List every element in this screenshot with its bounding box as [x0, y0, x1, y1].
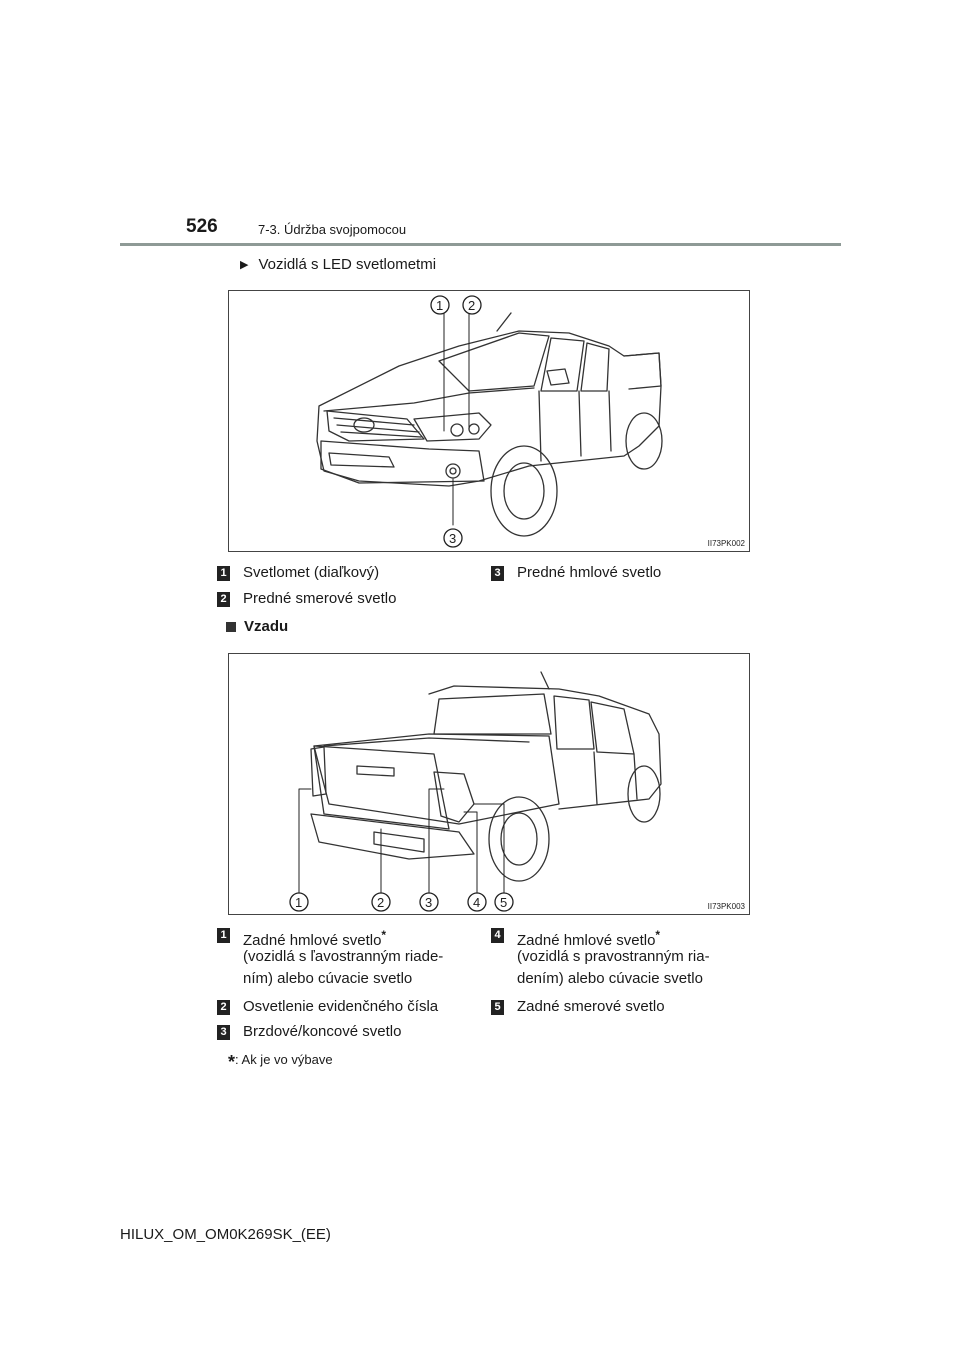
rear-lights-figure: 1 2 3 4 5 II73PK003	[228, 653, 750, 915]
asterisk-marker: *	[655, 928, 661, 942]
footnote-text: : Ak je vo výbave	[235, 1052, 333, 1067]
legend-text: Zadné hmlové svetlo*	[243, 925, 386, 951]
legend-number: 2	[217, 592, 230, 607]
header-divider	[120, 243, 841, 246]
legend-text: Predné smerové svetlo	[243, 590, 397, 607]
legend-text: Zadné smerové svetlo	[517, 998, 665, 1015]
legend-text: Zadné hmlové svetlo*	[517, 925, 660, 951]
rear-subheading: Vzadu	[226, 618, 288, 635]
legend-text: Brzdové/koncové svetlo	[243, 1023, 402, 1040]
figure-code: II73PK002	[707, 539, 745, 548]
front-lights-figure: 1 2 3 II73PK002	[228, 290, 750, 552]
callout-1-label: 1	[295, 895, 302, 910]
figure-code: II73PK003	[707, 902, 745, 911]
pickup-front-illustration: 1 2 3	[316, 295, 663, 548]
front-subheading-text: Vozidlá s LED svetlometmi	[258, 256, 437, 273]
front-subheading: ▶ Vozidlá s LED svetlometmi	[240, 256, 436, 273]
footnote: *: Ak je vo výbave	[228, 1052, 333, 1073]
legend-number: 1	[217, 566, 230, 581]
callout-3-label: 3	[425, 895, 432, 910]
legend-number: 3	[217, 1025, 230, 1040]
legend-text-line: (vozidlá s pravostranným ria-	[517, 948, 710, 965]
callout-3-label: 3	[449, 531, 456, 546]
square-bullet-icon	[226, 621, 236, 632]
legend-text-line: dením) alebo cúvacie svetlo	[517, 970, 703, 987]
callout-5-label: 5	[500, 895, 507, 910]
legend-text-line: ním) alebo cúvacie svetlo	[243, 970, 413, 987]
legend-text-line: Zadné hmlové svetlo	[243, 932, 382, 949]
footnote-asterisk: *	[228, 1052, 236, 1072]
legend-text: Svetlomet (diaľkový)	[243, 564, 380, 581]
section-title: 7-3. Údržba svojpomocou	[258, 222, 407, 237]
callout-2-label: 2	[468, 298, 475, 313]
callout-4-label: 4	[473, 895, 480, 910]
asterisk-marker: *	[381, 928, 387, 942]
page-number: 526	[186, 216, 218, 237]
legend-text: Osvetlenie evidenčného čísla	[243, 998, 439, 1015]
legend-number: 2	[217, 1000, 230, 1015]
legend-number: 5	[491, 1000, 504, 1015]
rear-subheading-text: Vzadu	[244, 618, 289, 635]
legend-number: 3	[491, 566, 504, 581]
legend-text: Predné hmlové svetlo	[517, 564, 662, 581]
callout-1-label: 1	[436, 298, 443, 313]
callout-2-label: 2	[377, 895, 384, 910]
legend-text-line: Zadné hmlové svetlo	[517, 932, 656, 949]
triangle-bullet-icon: ▶	[240, 259, 249, 271]
document-code: HILUX_OM_OM0K269SK_(EE)	[120, 1226, 331, 1243]
pickup-rear-illustration: 1 2 3 4 5	[289, 671, 662, 912]
legend-number: 1	[217, 928, 230, 943]
legend-text-line: (vozidlá s ľavostranným riade-	[243, 948, 444, 965]
legend-number: 4	[491, 928, 504, 943]
